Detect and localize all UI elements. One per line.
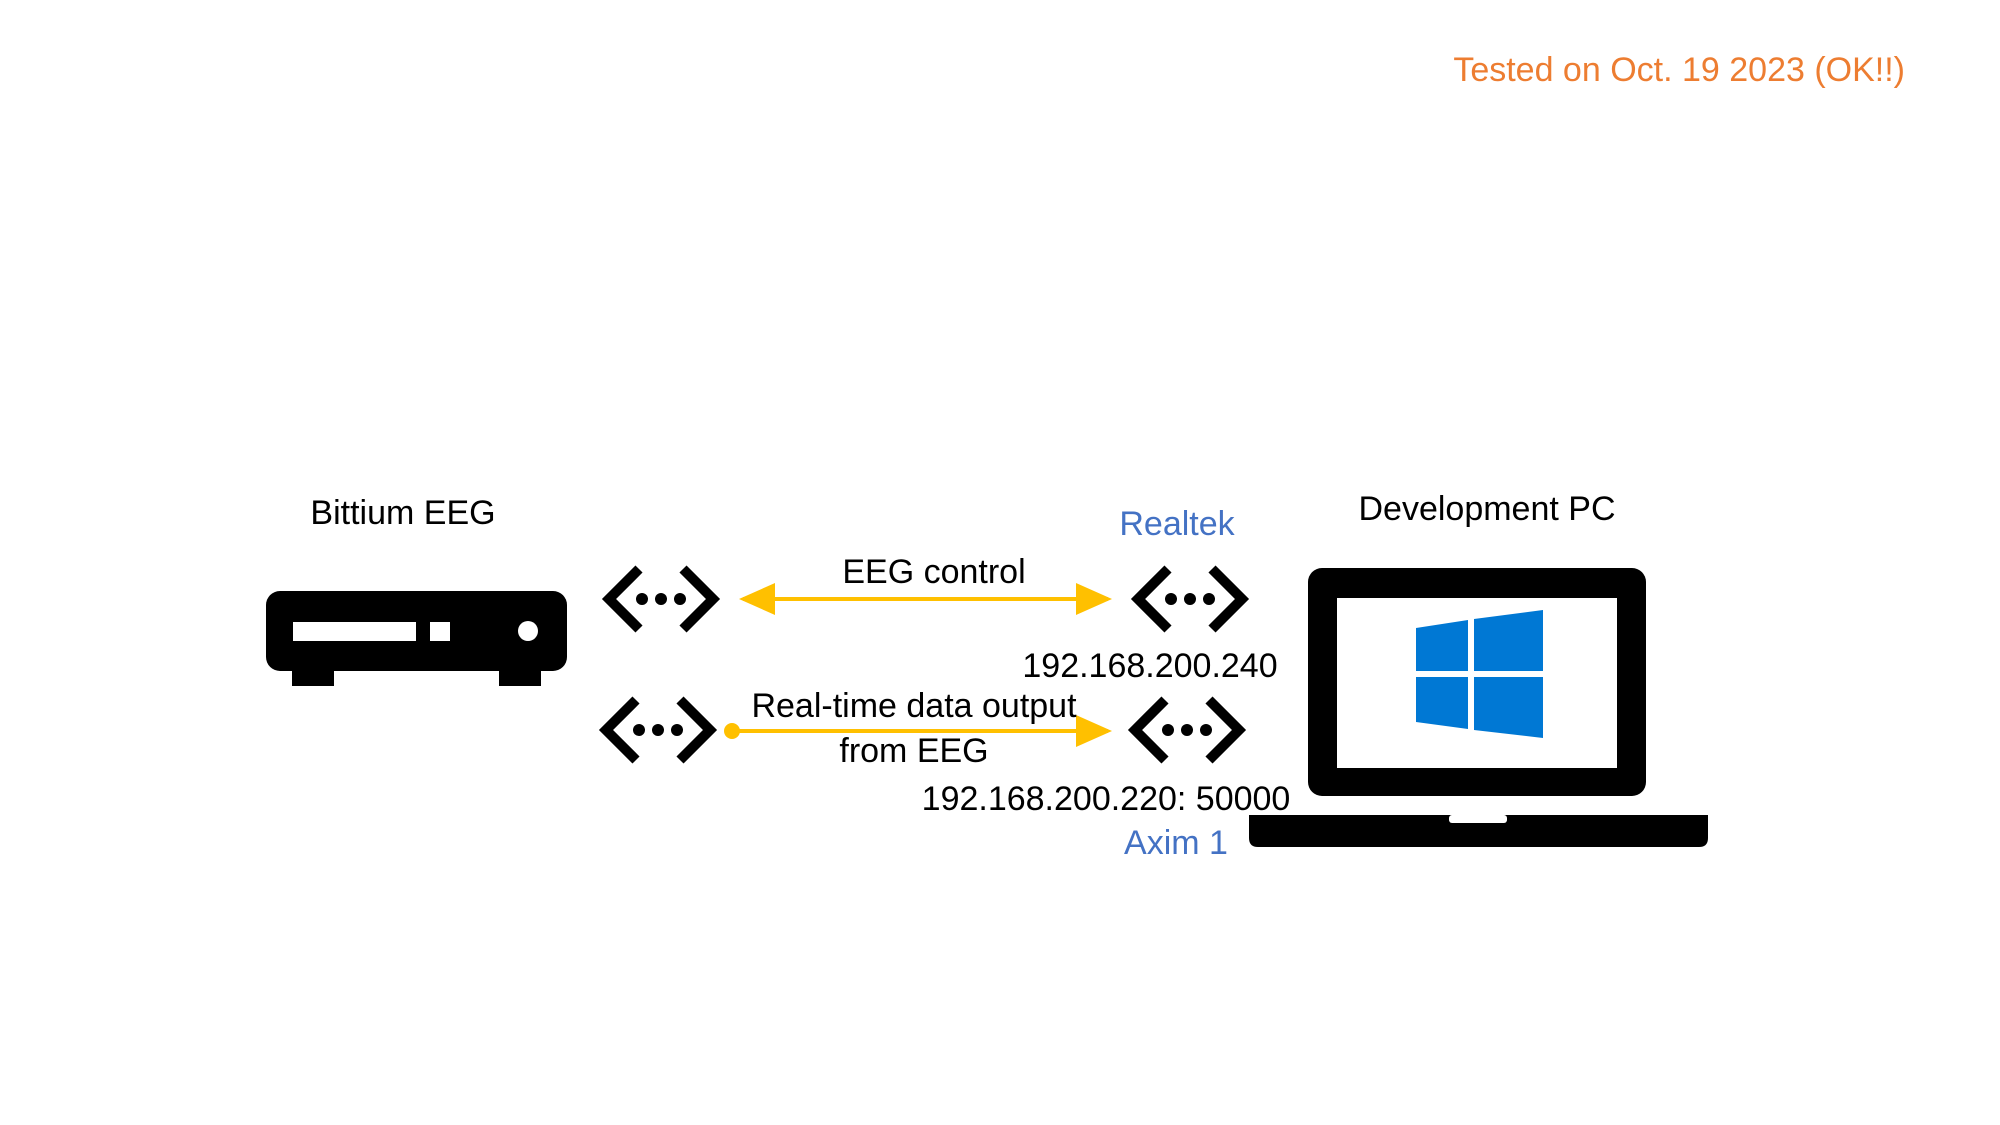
network-connection-icon [601, 565, 721, 633]
eeg-control-label: EEG control [842, 553, 1026, 591]
realtek-interface-label: Realtek [1119, 505, 1235, 543]
realtek-ip-label: 192.168.200.240 [1022, 647, 1278, 685]
windows-logo-icon [1416, 610, 1543, 738]
network-connection-icon [598, 696, 718, 764]
axim-ip-label: 192.168.200.220: 50000 [921, 780, 1291, 818]
server-device-icon [266, 591, 567, 686]
eeg-device-label: Bittium EEG [310, 494, 496, 532]
status-note: Tested on Oct. 19 2023 (OK!!) [1453, 51, 1905, 89]
realtime-data-label-line1: Real-time data output [751, 687, 1077, 725]
network-connection-icon [1130, 565, 1250, 633]
network-connection-icon [1127, 696, 1247, 764]
pc-label: Development PC [1358, 490, 1616, 528]
realtime-data-link [724, 715, 1112, 747]
realtime-data-label-line2: from EEG [839, 732, 989, 770]
axim-interface-label: Axim 1 [1124, 824, 1228, 862]
